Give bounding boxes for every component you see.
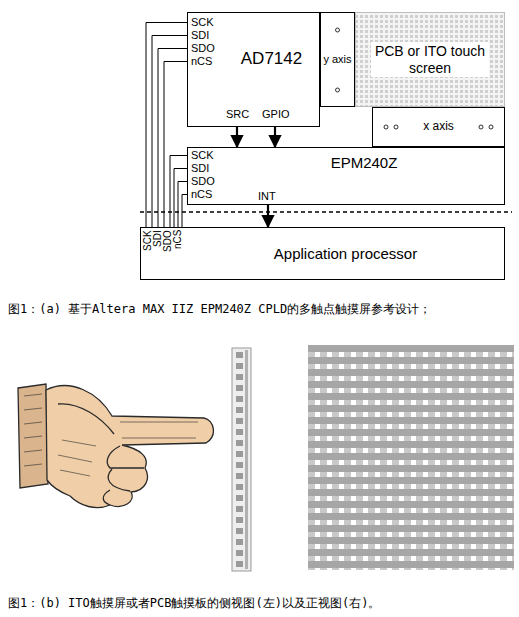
pointing-hand [18, 384, 213, 508]
axis-dots [336, 28, 494, 129]
pin-name: nCS [173, 230, 183, 249]
pin-name: nCS [191, 188, 212, 201]
signal-arrow [267, 205, 269, 227]
pin-name: GPIO [262, 108, 290, 121]
pin-name: SDO [191, 42, 215, 55]
pin-name: INT [258, 190, 276, 203]
screen-texture [355, 12, 505, 107]
pin-name: SCK [143, 230, 153, 251]
node-label: AD7142 [241, 49, 302, 69]
bus-wire [146, 23, 187, 228]
node-label: y axis [323, 53, 351, 66]
bus-wire [174, 169, 187, 228]
pin-name: SDI [191, 29, 209, 42]
signal-arrow [236, 127, 238, 147]
bus-wire [170, 156, 187, 228]
pin-name: SRC [226, 108, 249, 121]
bus-wire [158, 49, 187, 228]
bus-wire [164, 62, 187, 228]
pin-name: SCK [191, 16, 214, 29]
node-label: PCB or ITO touch screen [371, 42, 489, 76]
axis-box: y axis [320, 12, 355, 107]
signal-arrow [274, 127, 276, 147]
pin-name: SDO [191, 175, 215, 188]
axis-box: x axis [372, 107, 505, 147]
node-label: EPM240Z [331, 154, 398, 171]
node-label: x axis [420, 119, 457, 135]
figure-caption: 图1：(a) 基于Altera MAX IIZ EPM240Z CPLD的多触点… [8, 302, 513, 317]
node-label: Application processor [274, 245, 417, 262]
dashed-boundary [140, 211, 512, 212]
figure-caption: 图1：(b) ITO触摸屏或者PCB触摸板的侧视图(左)以及正视图(右)。 [8, 596, 513, 611]
processor-box: Application processor [140, 227, 505, 280]
pin-name: SDI [153, 230, 163, 247]
cpld-box: EPM240Z [187, 147, 505, 205]
bus-wire [178, 182, 187, 228]
bus-wire [152, 36, 187, 228]
pin-name: SDO [163, 230, 173, 252]
pin-name: SDI [191, 162, 209, 175]
side-view-panel [232, 348, 251, 571]
pin-name: SCK [191, 149, 214, 162]
pin-name: nCS [191, 55, 212, 68]
front-view-grid [308, 345, 514, 570]
touch-screen: PCB or ITO touch screen [355, 12, 505, 107]
